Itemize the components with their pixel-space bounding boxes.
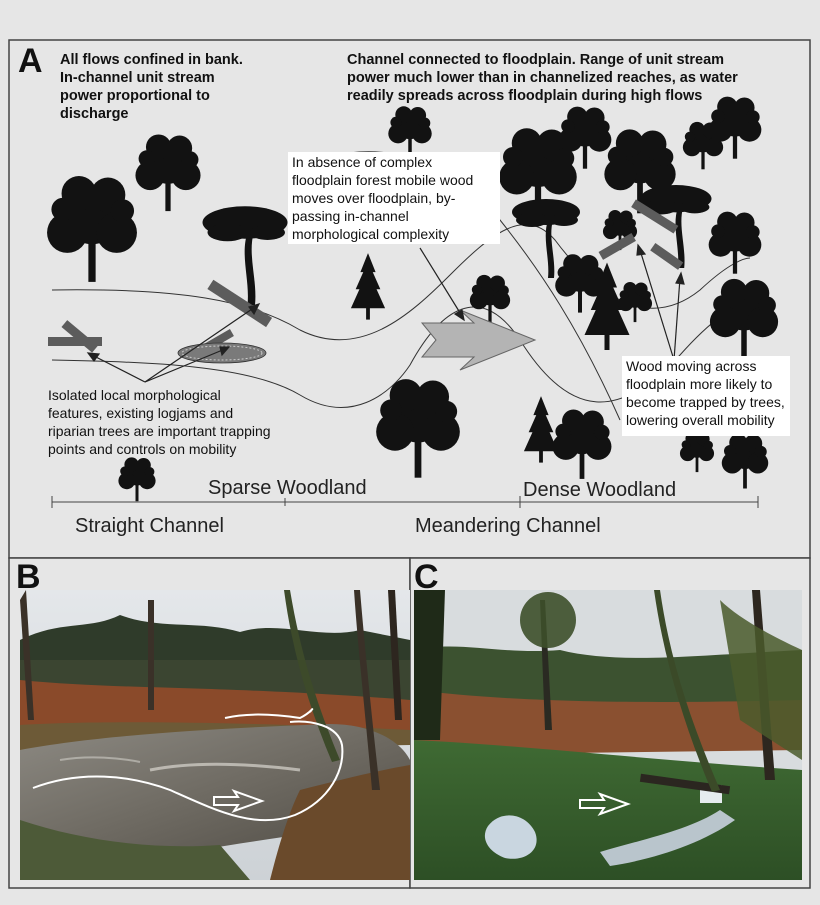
log-icon	[598, 233, 636, 260]
svg-text:passing in-channel: passing in-channel	[292, 208, 409, 224]
svg-text:become trapped by trees,: become trapped by trees,	[626, 394, 785, 410]
svg-text:floodplain more likely to: floodplain more likely to	[626, 376, 773, 392]
annotation-right: Wood moving across floodplain more likel…	[626, 358, 785, 428]
svg-text:discharge: discharge	[60, 106, 129, 122]
panel-b-letter: B	[16, 558, 41, 596]
photo-b	[20, 590, 410, 880]
flow-line-b	[32, 720, 344, 822]
svg-text:floodplain forest mobile wood: floodplain forest mobile wood	[292, 172, 473, 188]
svg-text:Isolated local morphological: Isolated local morphological	[48, 387, 221, 403]
log-icon	[650, 242, 684, 270]
flow-direction-arrow-b	[213, 789, 265, 813]
label-sparse-woodland: Sparse Woodland	[208, 477, 367, 499]
svg-text:riparian trees are important t: riparian trees are important trapping	[48, 423, 271, 439]
label-meandering-channel: Meandering Channel	[415, 515, 601, 537]
flow-direction-arrow-c	[579, 792, 631, 816]
annotation-top-left: All flows confined in bank. In-channel u…	[60, 52, 243, 122]
svg-text:points and controls on mobilit: points and controls on mobility	[48, 441, 236, 457]
svg-text:moves over floodplain, by-: moves over floodplain, by-	[292, 190, 456, 206]
log-icon	[631, 199, 679, 234]
svg-text:power much lower than in chann: power much lower than in channelized rea…	[347, 70, 738, 86]
log-icon	[207, 279, 273, 328]
svg-text:features, existing logjams and: features, existing logjams and	[48, 405, 233, 421]
photo-c	[414, 590, 802, 880]
wood-flow-arrow	[420, 309, 537, 371]
svg-text:In-channel unit stream: In-channel unit stream	[60, 70, 215, 86]
panel-c-letter: C	[414, 558, 439, 596]
scale-bar	[51, 496, 759, 508]
svg-text:All flows confined in bank.: All flows confined in bank.	[60, 52, 243, 68]
svg-text:Wood moving across: Wood moving across	[626, 358, 756, 374]
svg-text:readily spreads across floodpl: readily spreads across floodplain during…	[347, 88, 702, 104]
annotation-bottom-left: Isolated local morphological features, e…	[48, 387, 271, 457]
svg-text:In absence of complex: In absence of complex	[292, 154, 432, 170]
annotation-top-right: Channel connected to floodplain. Range o…	[347, 52, 738, 104]
label-straight-channel: Straight Channel	[75, 515, 224, 537]
label-dense-woodland: Dense Woodland	[523, 479, 676, 501]
pointer-arrows	[86, 243, 685, 383]
annotation-middle: In absence of complex floodplain forest …	[292, 154, 473, 242]
panel-a-letter: A	[18, 42, 43, 80]
svg-text:power proportional to: power proportional to	[60, 88, 210, 104]
svg-text:Channel connected to floodplai: Channel connected to floodplain. Range o…	[347, 52, 724, 68]
svg-text:lowering overall mobility: lowering overall mobility	[626, 412, 775, 428]
logjam-icon	[48, 320, 102, 353]
svg-text:morphological complexity: morphological complexity	[292, 226, 449, 242]
